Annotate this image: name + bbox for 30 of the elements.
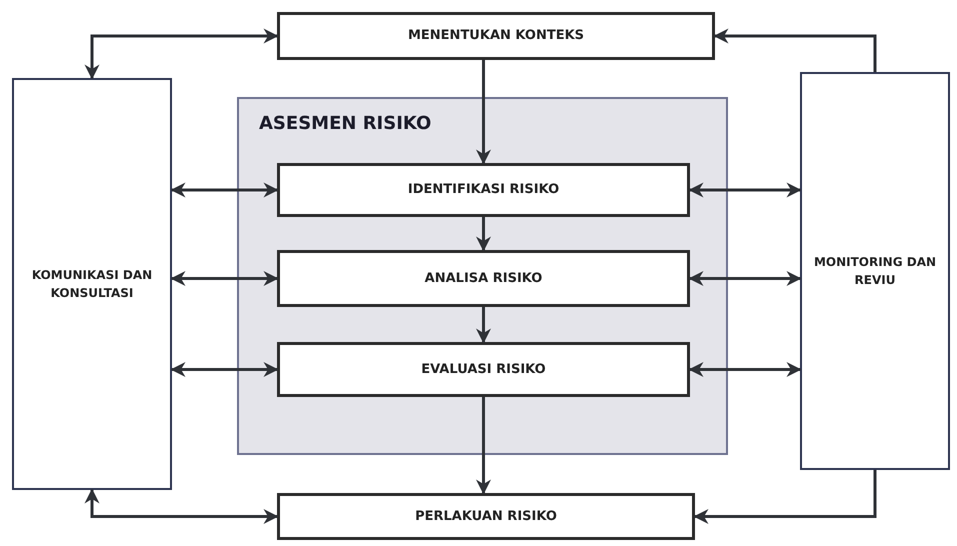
- process-box: [277, 250, 690, 307]
- process-box: [277, 493, 695, 540]
- arrow: [476, 397, 491, 494]
- arrow: [84, 28, 278, 80]
- box-label: IDENTIFIKASI RISIKO: [406, 181, 560, 200]
- group-title: ASESMEN RISIKO: [259, 113, 432, 134]
- box-label: MENENTUKAN KONTEKS: [406, 27, 586, 46]
- arrow: [170, 271, 278, 286]
- box-label: PERLAKUAN RISIKO: [414, 508, 558, 526]
- arrow: [688, 182, 802, 198]
- arrow: [688, 271, 802, 286]
- arrow: [170, 182, 278, 198]
- arrow: [476, 60, 491, 164]
- process-box: [800, 72, 950, 470]
- arrow: [170, 362, 278, 377]
- box-label: ANALISA RISIKO: [424, 270, 544, 288]
- box-label: MONITORING DAN REVIU: [812, 254, 938, 289]
- arrow: [476, 217, 491, 252]
- box-label: KOMUNIKASI DAN KONSULTASI: [30, 267, 154, 302]
- box-label: EVALUASI RISIKO: [420, 360, 547, 379]
- process-box: [277, 342, 690, 397]
- arrow: [714, 28, 876, 72]
- process-box: [12, 78, 172, 490]
- arrow: [688, 362, 802, 377]
- arrow: [694, 470, 876, 524]
- arrow: [476, 307, 491, 344]
- process-box: [277, 12, 715, 60]
- process-box: [277, 163, 690, 217]
- group-panel: [237, 97, 728, 455]
- arrow: [84, 488, 278, 524]
